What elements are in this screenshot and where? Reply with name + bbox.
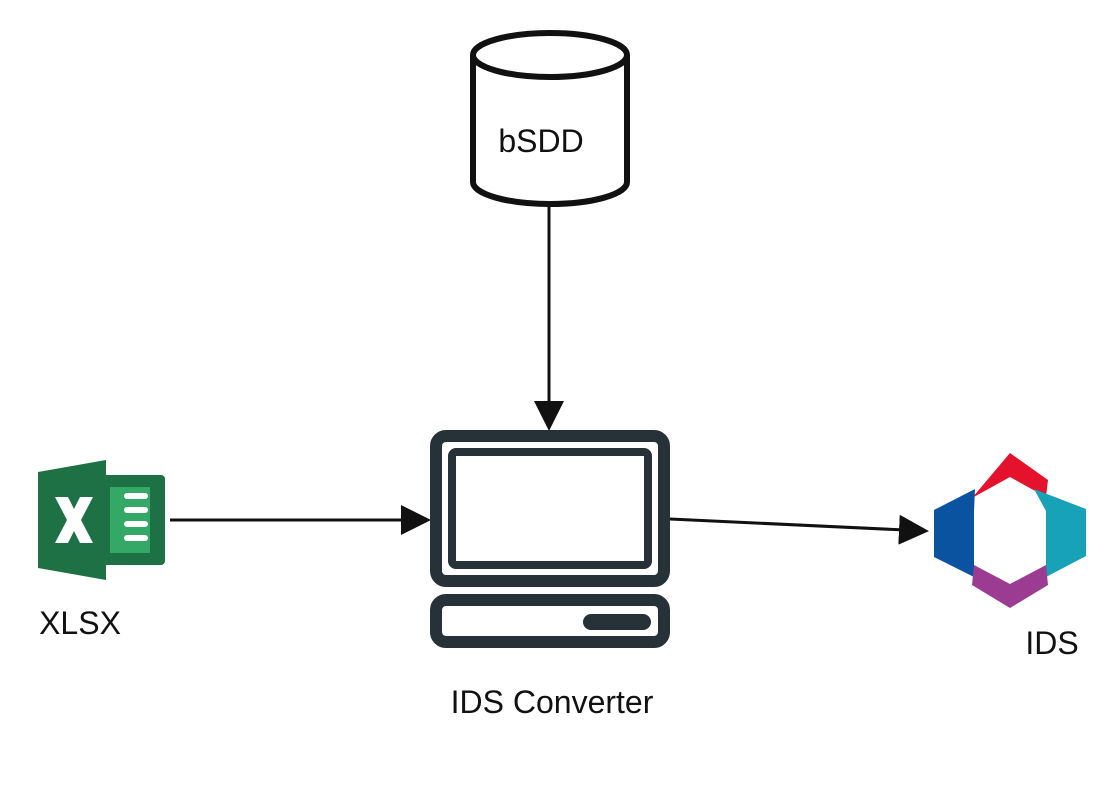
ids-label: IDS <box>1025 625 1078 661</box>
bsdd-label: bSDD <box>498 123 583 159</box>
excel-icon <box>38 460 165 580</box>
edge-converter-to-ids <box>669 514 929 545</box>
ids-logo-icon <box>934 453 1086 608</box>
database-icon <box>470 30 630 207</box>
xlsx-label: XLSX <box>39 605 121 641</box>
converter-node: IDS Converter <box>430 430 670 720</box>
ids-node: IDS <box>934 453 1086 661</box>
bsdd-node: bSDD <box>470 30 630 207</box>
xlsx-node: XLSX <box>38 460 165 641</box>
computer-icon <box>430 430 670 648</box>
converter-label: IDS Converter <box>451 684 654 720</box>
